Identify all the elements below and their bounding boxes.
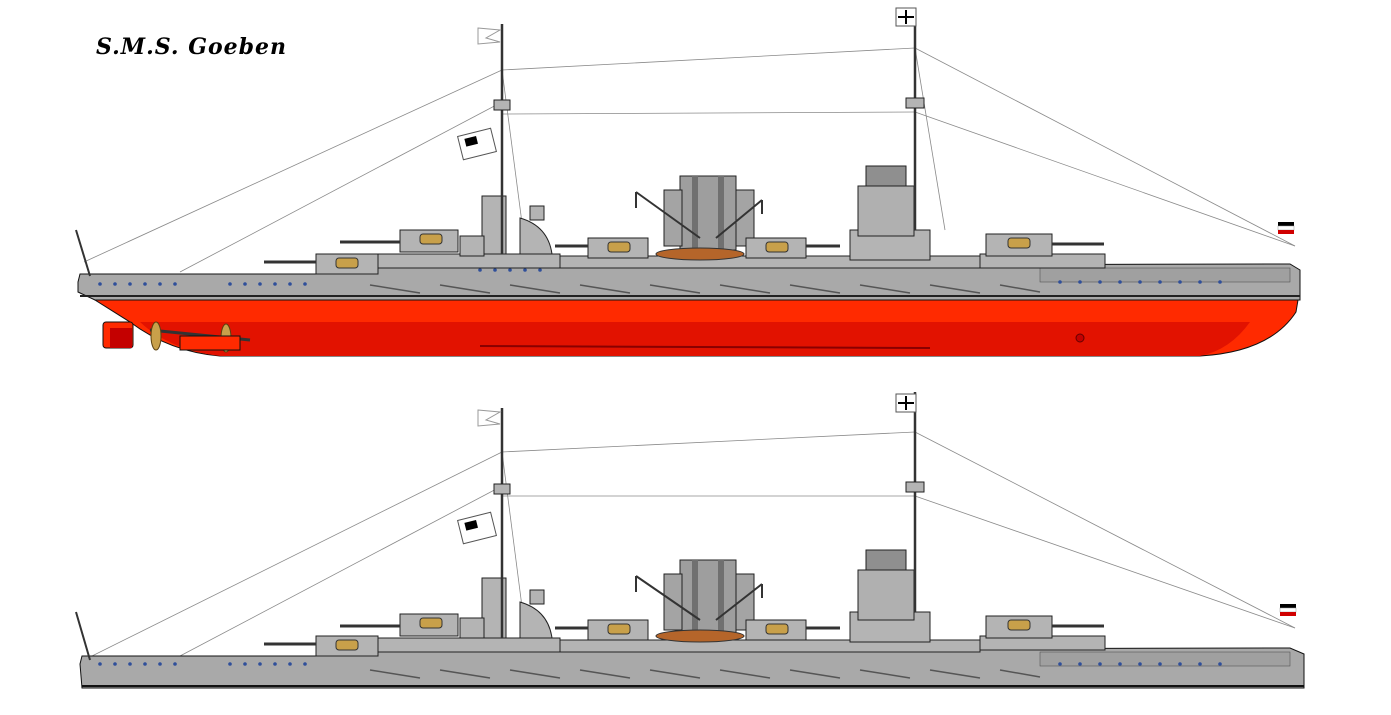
- war-ensign-icon: [456, 127, 498, 161]
- mast: [500, 392, 917, 638]
- superstructure: [329, 611, 1106, 653]
- war-ensign-icon: [456, 511, 498, 545]
- rigging: [83, 47, 1296, 273]
- boat-crane: [635, 575, 763, 621]
- funnel: [663, 559, 755, 635]
- jack-icon: [895, 7, 917, 27]
- rudder: [102, 321, 134, 349]
- boat-crane: [635, 191, 763, 239]
- gun-turret-d: [985, 615, 1104, 639]
- hull-topside: [77, 263, 1301, 301]
- gun-turret-wing-starboard: [745, 237, 840, 259]
- gun-turret-wing-starboard: [745, 619, 840, 641]
- jackstaff: [75, 229, 91, 277]
- stern-flag-icon: [1277, 222, 1295, 234]
- hull-plating: [369, 284, 1041, 294]
- mast-top: [493, 481, 925, 495]
- funnel: [857, 165, 915, 237]
- stern-flag-icon: [1279, 604, 1297, 616]
- hull-topside: [79, 647, 1305, 689]
- portholes: [98, 268, 1222, 286]
- propeller-icon: [149, 321, 251, 353]
- mast-top: [493, 97, 925, 111]
- gun-turret-a: [264, 635, 379, 657]
- gun-turret-d: [985, 233, 1104, 257]
- gun-turret-a: [264, 253, 379, 275]
- gun-turret-wing-port: [555, 237, 649, 259]
- hull-plating: [369, 669, 1041, 679]
- bridge-tower: [459, 577, 553, 639]
- ship-profile-full-hull: [75, 7, 1301, 357]
- rigging: [83, 431, 1296, 661]
- gun-turret-wing-port: [555, 619, 649, 641]
- gun-turret-b: [340, 229, 459, 253]
- jackstaff: [75, 611, 91, 661]
- portholes: [98, 662, 1222, 666]
- jack-icon: [895, 393, 917, 413]
- mast-pennant-icon: [477, 409, 502, 427]
- ship-boat: [655, 629, 745, 643]
- funnel: [857, 549, 915, 621]
- bridge-tower: [459, 195, 553, 257]
- mast: [500, 10, 917, 254]
- ship-title: S.M.S. Goeben: [96, 34, 288, 60]
- ship-boat: [655, 247, 745, 261]
- gun-turret-b: [340, 613, 459, 637]
- mast-pennant-icon: [477, 27, 502, 45]
